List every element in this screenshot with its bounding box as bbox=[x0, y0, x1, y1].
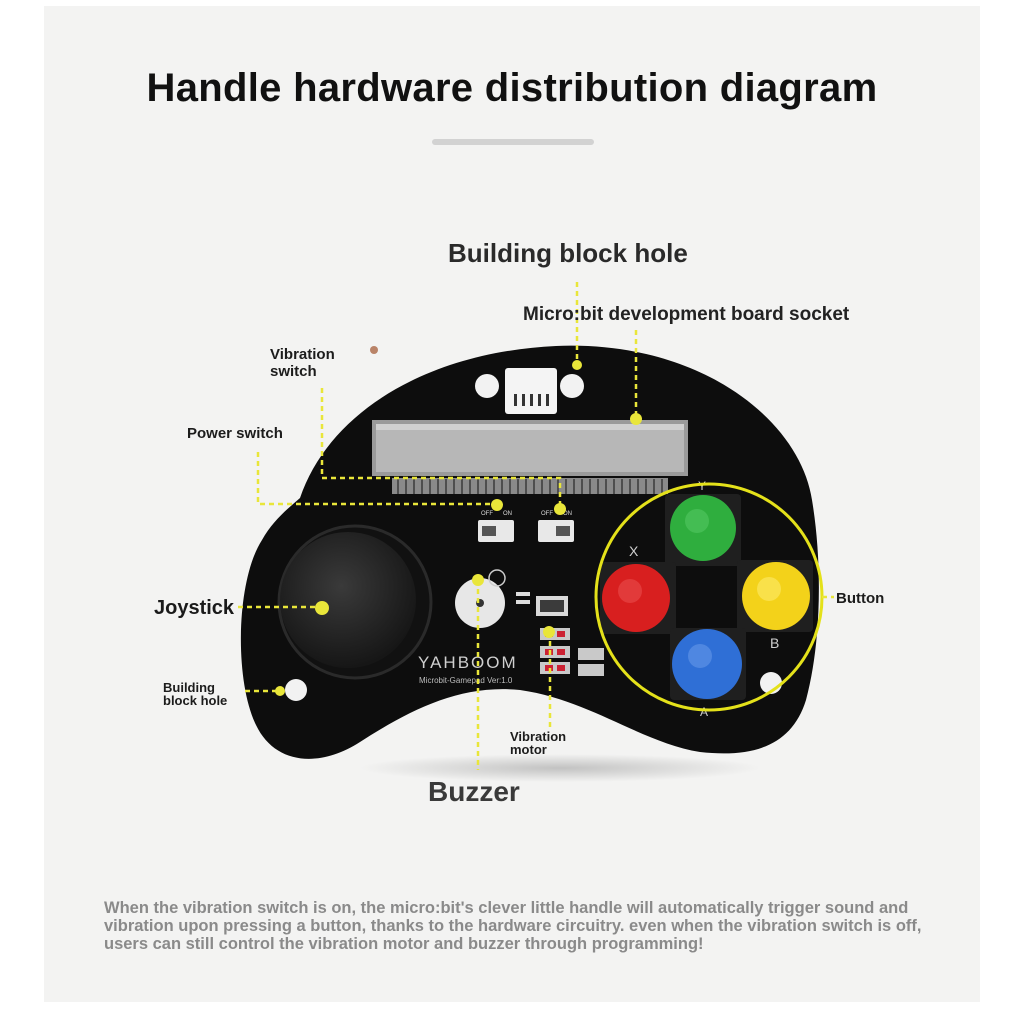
label-buzzer: Buzzer bbox=[428, 776, 520, 807]
label-button: Button bbox=[836, 590, 885, 607]
socket-pins bbox=[392, 478, 668, 494]
label-vibration-switch-line2: switch bbox=[270, 363, 317, 380]
leader-dots bbox=[275, 360, 642, 696]
hole-top-left bbox=[475, 374, 499, 398]
label-building-block-hole-top: Building block hole bbox=[448, 238, 688, 268]
button-letter-x: X bbox=[629, 543, 639, 559]
label-power-switch: Power switch bbox=[187, 425, 283, 442]
button-letter-a: A bbox=[700, 705, 708, 719]
joystick-cap bbox=[280, 532, 416, 668]
leader-lines bbox=[238, 282, 834, 770]
label-microbit-socket: Micro:bit development board socket bbox=[523, 304, 850, 325]
speck bbox=[370, 346, 378, 354]
button-x bbox=[600, 562, 676, 634]
label-vibration-switch: Vibration switch bbox=[270, 346, 335, 380]
button-a bbox=[670, 628, 746, 700]
button-y bbox=[665, 494, 741, 566]
socket-pin-lines bbox=[397, 479, 663, 494]
model-text: Microbit-Gamepad Ver:1.0 bbox=[419, 676, 513, 685]
brand-text: YAHBOOM bbox=[418, 653, 518, 672]
switch-mark: ON bbox=[563, 511, 572, 517]
board-shadow bbox=[360, 754, 760, 782]
hole-left bbox=[285, 679, 307, 701]
label-vibration-switch-line1: Vibration bbox=[270, 346, 335, 363]
top-connector-pins bbox=[514, 394, 549, 406]
label-building-block-hole-left-line2: block hole bbox=[163, 693, 228, 708]
page-title: Handle hardware distribution diagram bbox=[146, 66, 878, 110]
label-building-block-hole-left: Building block hole bbox=[163, 681, 227, 707]
label-vibration-motor-line1: Vibration bbox=[510, 729, 567, 744]
label-vibration-motor-line2: motor bbox=[510, 742, 547, 757]
description-text: When the vibration switch is on, the mic… bbox=[104, 899, 922, 953]
switch-mark: OFF bbox=[541, 511, 553, 517]
label-building-block-hole-left-line1: Building bbox=[163, 680, 215, 695]
button-letter-y: Y bbox=[698, 479, 706, 493]
hole-top-right bbox=[560, 374, 584, 398]
title-underline bbox=[432, 139, 594, 145]
label-vibration-motor: Vibration motor bbox=[510, 730, 566, 756]
top-connector bbox=[505, 368, 557, 414]
switch-mark: OFF bbox=[481, 511, 493, 517]
button-b bbox=[737, 560, 813, 632]
button-letter-b: B bbox=[770, 635, 779, 651]
label-joystick: Joystick bbox=[154, 597, 235, 619]
switch-mark: ON bbox=[503, 511, 512, 517]
